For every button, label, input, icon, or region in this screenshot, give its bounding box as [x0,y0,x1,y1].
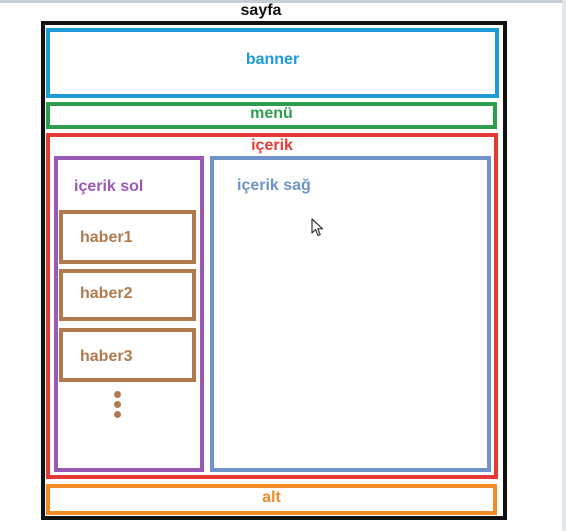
news-box-1 [59,210,196,264]
content-box [46,133,498,479]
menu-label: menü [250,105,293,122]
mouse-pointer-icon [311,218,324,237]
news-box-3 [59,328,196,382]
content-right-label: içerik sağ [237,177,311,194]
news-box-2 [59,269,196,321]
menu-box [46,102,497,129]
content-left-box [54,156,204,472]
news-label-3: haber3 [80,348,133,365]
page-title: sayfa [240,2,282,19]
content-label: içerik [251,137,293,154]
ellipsis-dot [114,411,121,418]
top-border-line [0,0,566,3]
footer-box [46,484,497,515]
news-label-1: haber1 [80,229,133,246]
banner-label: banner [245,51,300,68]
footer-label: alt [262,489,281,506]
ellipsis-dot [114,401,121,408]
page-box [41,21,507,520]
ellipsis-dot [114,391,121,398]
banner-box [46,28,499,98]
content-left-label: içerik sol [74,178,144,195]
right-edge-strip [562,0,566,531]
content-right-box [210,156,491,472]
news-label-2: haber2 [80,285,133,302]
